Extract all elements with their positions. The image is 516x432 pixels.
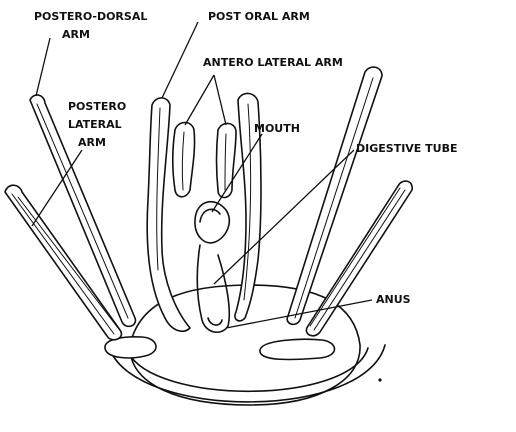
label-digestive-tube: DIGESTIVE TUBE: [356, 142, 457, 155]
label-postero-lateral-arm-line2: LATERAL: [68, 118, 122, 131]
speck: [378, 378, 381, 381]
label-postero-dorsal-arm-line2: ARM: [62, 28, 90, 41]
label-post-oral-arm: POST ORAL ARM: [208, 10, 310, 23]
antero-lateral-arm-right: [217, 123, 237, 197]
leader-post-oral: [162, 22, 198, 98]
label-anus: ANUS: [376, 293, 411, 306]
label-antero-lateral-arm: ANTERO LATERAL ARM: [203, 56, 343, 69]
postero-dorsal-arm-right: [306, 181, 412, 336]
label-postero-dorsal-arm-line1: POSTERO-DORSAL: [34, 10, 147, 23]
label-postero-lateral-arm-line1: POSTERO: [68, 100, 126, 113]
label-postero-lateral-arm-line3: ARM: [78, 136, 106, 149]
label-mouth: MOUTH: [254, 122, 300, 135]
antero-lateral-arm-left: [173, 123, 195, 197]
mouth-structure: [195, 202, 229, 243]
leader-antero-lateral-left: [185, 75, 214, 125]
leader-antero-lateral-right: [214, 75, 226, 125]
leader-postero-dorsal: [36, 38, 50, 96]
